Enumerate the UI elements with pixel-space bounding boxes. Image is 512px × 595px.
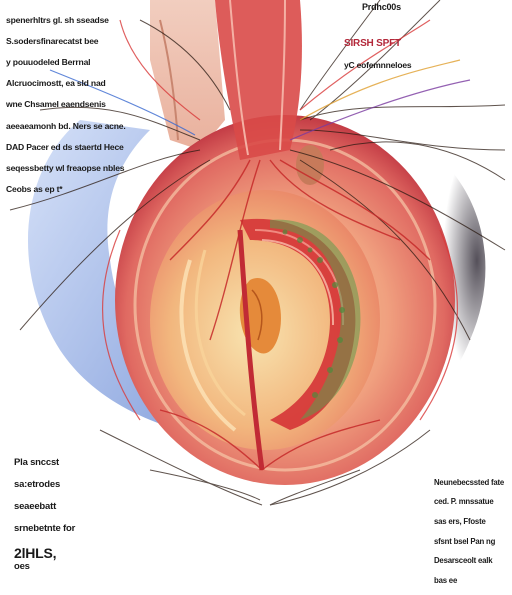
bottom-left-annotation: Pla snccst sa:etrodes seaeebatt srnebetn… <box>14 446 84 572</box>
top-right-annotation: SIRSH SPFT yC eofemnneloes <box>344 28 474 81</box>
bottom-left-suffix: oes <box>14 561 30 572</box>
annotation-line: Pla snccst <box>14 457 59 468</box>
annotation-line: spenerhltrs gl. sh sseadse <box>6 14 109 25</box>
annotation-line: Desarsceolt ealk <box>434 556 493 566</box>
anatomical-cross-section-illustration <box>9 0 506 506</box>
annotation-line: Neunebecssted fate <box>434 477 505 487</box>
annotation-line: bas ee <box>434 575 458 585</box>
annotation-line: ced. P. mnssatue <box>434 497 494 507</box>
annotation-line: y pouuodeled Berrnal <box>6 56 91 67</box>
bottom-left-big-label: 2lHLS, <box>14 545 57 561</box>
annotation-line: sas ers, Ffoste <box>434 516 486 526</box>
annotation-line: wne Chsamel eaendsenis <box>6 99 106 110</box>
annotation-line: Ceobs as ep t* <box>6 184 63 195</box>
top-right-header: Prdhc00s <box>362 2 401 12</box>
top-left-annotation: spenerhltrs gl. sh sseadse S.sodersfinar… <box>6 4 146 205</box>
annotation-line: srnebetnte for <box>14 523 76 534</box>
top-right-subtitle: yC eofemnneloes <box>344 59 412 70</box>
annotation-line: sa:etrodes <box>14 479 61 490</box>
annotation-line: sfsnt bsel Pan ng <box>434 536 496 546</box>
top-right-title: SIRSH SPFT <box>344 37 401 49</box>
annotation-line: Alcruocimostt, ea sld nad <box>6 78 106 89</box>
annotation-line: DAD Pacer ed ds staertd Hece <box>6 141 124 152</box>
annotation-line: seqessbetty wl freaopse nbles <box>6 162 125 173</box>
annotation-line: S.sodersfinarecatst bee <box>6 35 99 46</box>
bottom-right-annotation: Neunebecssted fate ced. P. mnssatue sas … <box>434 468 510 595</box>
annotation-line: aeeaeamonh bd. Ners se acne. <box>6 120 126 131</box>
annotation-line: seaeebatt <box>14 501 57 512</box>
